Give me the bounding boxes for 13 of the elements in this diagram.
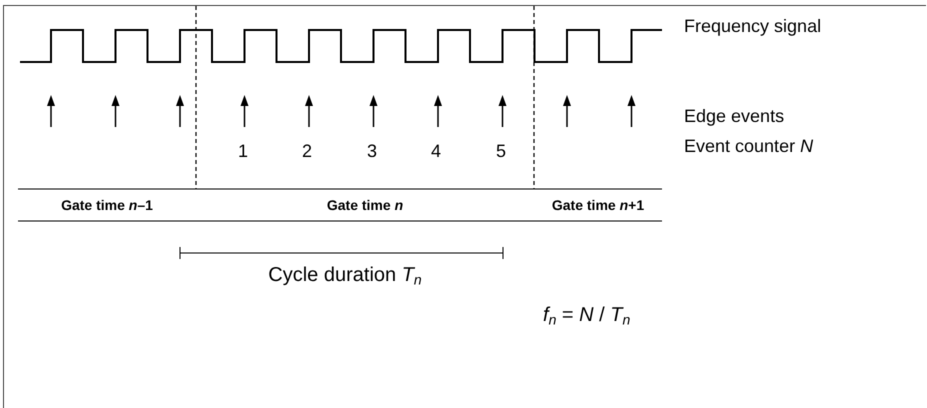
row-label: Event counter N	[684, 137, 814, 155]
dimension-label: Cycle duration T$_{n}$	[268, 265, 422, 286]
count-number: 1	[238, 142, 248, 160]
count-number: 4	[431, 142, 441, 160]
count-number: 3	[367, 142, 377, 160]
signal-label: Frequency signal	[684, 17, 822, 35]
gate-time-label: Gate time n–1	[61, 198, 153, 212]
gate-time-label: Gate time n	[326, 198, 404, 212]
formula: f$_{n}$ = N / T$_{n}$	[543, 305, 630, 326]
count-number: 2	[302, 142, 312, 160]
gate-time-label: Gate time n+1	[552, 198, 644, 212]
count-number: 5	[496, 142, 506, 160]
row-label: Edge events	[684, 107, 784, 125]
